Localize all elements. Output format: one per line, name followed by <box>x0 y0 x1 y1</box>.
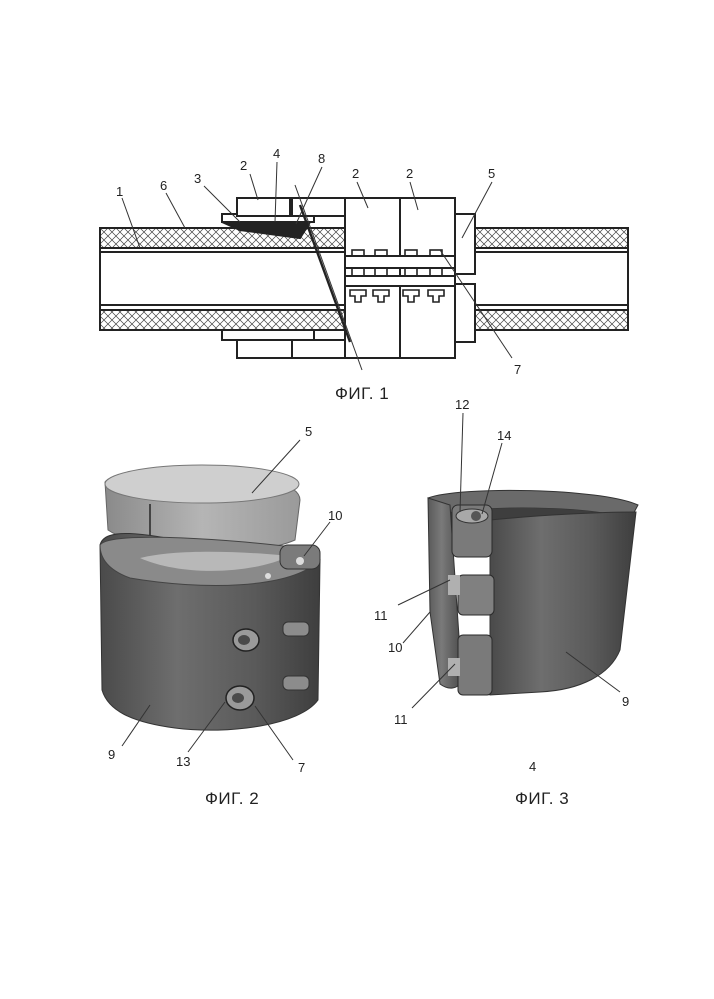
bolt-icon <box>233 629 259 651</box>
label-1: 1 <box>116 184 123 199</box>
insulation-layer <box>475 228 628 248</box>
fig3-caption: ФИГ. 3 <box>515 789 569 809</box>
fig1-caption: ФИГ. 1 <box>335 384 389 404</box>
fig1-drawing <box>100 198 628 358</box>
label-2: 2 <box>406 166 413 181</box>
label-13: 13 <box>176 754 190 769</box>
fig3-drawing <box>428 490 638 695</box>
label-7: 7 <box>298 760 305 775</box>
label-11: 11 <box>374 608 388 623</box>
label-4: 4 <box>273 146 280 161</box>
label-11: 11 <box>394 712 408 727</box>
label-5: 5 <box>305 424 312 439</box>
insulation-layer <box>100 310 345 330</box>
label-7: 7 <box>514 362 521 377</box>
fig2-caption: ФИГ. 2 <box>205 789 259 809</box>
label-10: 10 <box>328 508 342 523</box>
label-6: 6 <box>160 178 167 193</box>
label-3: 3 <box>194 171 201 186</box>
label-2: 2 <box>352 166 359 181</box>
label-8: 8 <box>318 151 325 166</box>
fig2-drawing <box>100 465 320 730</box>
label-9: 9 <box>622 694 629 709</box>
label-2: 2 <box>240 158 247 173</box>
label-14: 14 <box>497 428 511 443</box>
page-number: 4 <box>529 759 536 774</box>
insulation-layer <box>475 310 628 330</box>
label-9: 9 <box>108 747 115 762</box>
label-5: 5 <box>488 166 495 181</box>
bolt-icon <box>226 686 254 710</box>
label-12: 12 <box>455 397 469 412</box>
label-10: 10 <box>388 640 402 655</box>
